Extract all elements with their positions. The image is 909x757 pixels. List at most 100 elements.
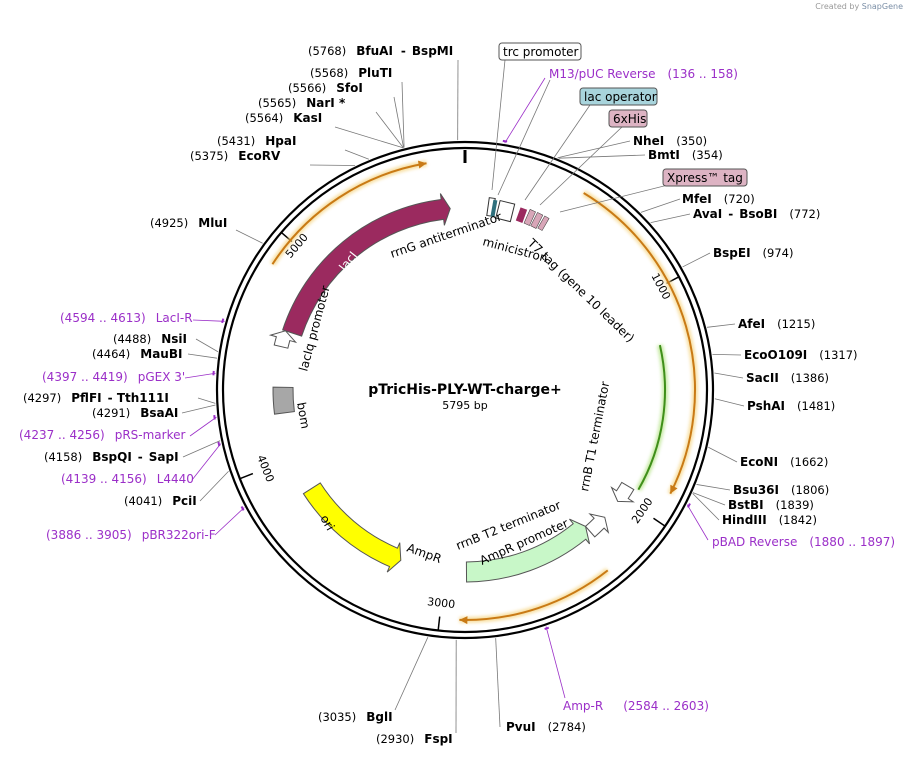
callout-leader-0 <box>491 59 506 191</box>
bmti-label: BmtI(354) <box>648 148 723 162</box>
bspqi-label: (4158)BspQI-SapI <box>44 450 179 464</box>
leader-pcii <box>199 470 229 502</box>
primer-leader-5 <box>189 416 217 437</box>
outer-arrow-2 <box>459 569 609 621</box>
tick-label-4000: 4000 <box>254 453 276 484</box>
outer-arrow-glow-1 <box>582 190 698 496</box>
inner-arrow <box>637 344 666 491</box>
leader-mlui <box>235 229 263 244</box>
sfoi-label: (5566)SfoI <box>288 81 363 95</box>
primer-mark-0 <box>502 139 508 143</box>
leader-econi <box>708 446 738 463</box>
credit-prefix: Created by <box>815 2 860 11</box>
callout-leader-1 <box>497 79 551 196</box>
tick-label-2000: 2000 <box>629 495 656 525</box>
leader-bspqi <box>182 440 221 458</box>
inner-arrow-glow <box>635 344 668 492</box>
fspi-label: (2930)FspI <box>376 732 453 746</box>
leader-pshai <box>714 398 745 407</box>
leader-bgli <box>394 637 429 711</box>
nhei-label: NheI(350) <box>633 134 707 148</box>
leader-bspei <box>682 252 711 268</box>
tick-2000 <box>653 517 666 527</box>
leader-nari <box>375 111 404 148</box>
bsu36i-label: Bsu36I(1806) <box>733 483 829 497</box>
leader-ecoo109i <box>712 354 742 356</box>
leader-maubi <box>187 353 218 359</box>
leader-hpai <box>344 149 370 160</box>
leader-bmti <box>558 154 646 159</box>
bspei-label: BspEI(974) <box>713 246 793 260</box>
pflfi-label: (4297)PflFI-Tth111I <box>23 391 169 405</box>
left-labels: (5768)BfuAI-BspMI (5568)PluTI (5566)SfoI… <box>19 44 453 746</box>
tick-4000 <box>239 472 254 480</box>
pluti-label: (5568)PluTI <box>310 66 392 80</box>
leader-sacii <box>714 372 744 379</box>
outer-arrow-0 <box>271 162 427 265</box>
primer-leader-4 <box>191 443 222 481</box>
feature-rrnb-t1-terminator <box>610 481 635 503</box>
afei-label: AfeI(1215) <box>738 317 815 331</box>
primer-leader-1 <box>686 504 709 541</box>
leader-hindiii <box>692 493 720 521</box>
mfei-label: MfeI(720) <box>682 192 755 206</box>
lac-operator-label: lac operator <box>584 90 657 104</box>
primer-leader-3 <box>214 507 245 536</box>
label-leaders <box>181 59 745 734</box>
leader-pflfi <box>197 397 216 404</box>
outer-arrow-1 <box>583 192 696 495</box>
econi-label: EcoNI(1662) <box>740 455 828 469</box>
kasi-label: (5564)KasI <box>245 111 322 125</box>
leader-bsaai <box>181 404 216 414</box>
snapgene-credit: Created by SnapGene <box>815 2 903 11</box>
primer-mark-3 <box>240 506 245 511</box>
leader-pluti <box>401 81 405 148</box>
feature-ampr-promoter <box>584 513 610 538</box>
features <box>268 193 635 583</box>
pvui-label: PvuI(2784) <box>506 720 586 734</box>
bom-label: bom <box>294 401 312 430</box>
mlui-label: (4925)MluI <box>150 216 227 230</box>
xpress-tag-label: Xpress™ tag <box>667 171 743 185</box>
nsii-label: (4488)NsiI <box>113 332 187 346</box>
primer-leader-0 <box>504 77 546 144</box>
ecoo109i-label: EcoO109I(1317) <box>744 348 858 362</box>
l4440-primer-label: (4139 .. 4156)L4440 <box>61 472 194 486</box>
avai-label: AvaI-BsoBI(772) <box>693 207 820 221</box>
snapgene-logo: SnapGene <box>861 2 903 11</box>
primer-leader-7 <box>192 319 225 322</box>
outer-arrowhead-0 <box>417 160 427 169</box>
leader-avai <box>650 213 691 223</box>
right-labels: M13/pUC Reverse(136 .. 158) NheI(350) Bm… <box>506 67 895 734</box>
pshai-label: PshAI(1481) <box>747 399 835 413</box>
backbone-outer <box>215 140 715 640</box>
leader-bsu36i <box>696 484 731 491</box>
nari-label: (5565)NarI * <box>258 96 346 110</box>
backbone-inner <box>221 146 709 634</box>
sacii-label: SacII(1386) <box>746 371 829 385</box>
leader-afei <box>706 323 736 328</box>
primer-leader-6 <box>184 372 216 379</box>
primer-mark-2 <box>544 626 550 631</box>
pcii-label: (4041)PciI <box>124 494 197 508</box>
leader-nhei <box>557 140 631 159</box>
leader-kasi <box>334 126 404 149</box>
maubi-label: (4464)MauBI <box>92 347 182 361</box>
rrnB-T1-label: rrnB T1 terminator <box>577 380 612 492</box>
feature-bom <box>272 386 295 415</box>
mcs-cluster <box>486 197 550 231</box>
leader-sfoi <box>393 96 404 148</box>
primer-mark-7 <box>221 318 225 324</box>
leader-nsii <box>195 338 219 353</box>
plasmid-length: 5795 bp <box>442 399 487 412</box>
plasmid-name: pTricHis-PLY-WT-charge+ <box>368 382 562 398</box>
m13-primer-label: M13/pUC Reverse(136 .. 158) <box>549 67 738 81</box>
leader-bstbi <box>692 492 726 506</box>
outer-arrowhead-2 <box>459 616 468 625</box>
feature-ori <box>302 482 402 573</box>
bstbi-label: BstBI(1839) <box>728 498 814 512</box>
ori-label: ori <box>317 513 337 534</box>
pbad-primer-label: pBAD Reverse(1880 .. 1897) <box>712 535 895 549</box>
outer-arrows <box>269 160 698 625</box>
